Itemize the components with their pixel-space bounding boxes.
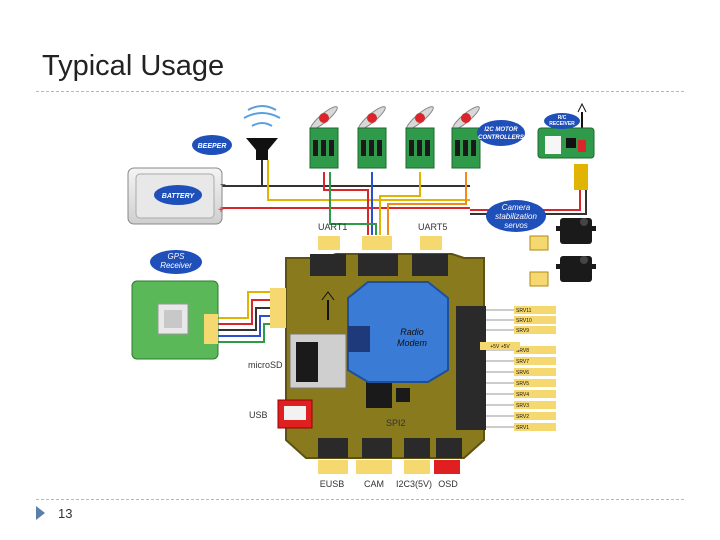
gps-label-1: GPS xyxy=(168,252,186,261)
rc-label-2: RECEIVER xyxy=(549,121,575,127)
motor-hub-icon xyxy=(415,113,425,123)
esc-chip xyxy=(377,140,382,156)
esc-chip xyxy=(369,140,374,156)
motor-hub-icon xyxy=(319,113,329,123)
servo-label-bg xyxy=(514,412,556,420)
motor-controller xyxy=(357,106,387,169)
servo-label-bg xyxy=(514,379,556,387)
servo-label: SRV10 xyxy=(516,318,532,324)
battery-label: BATTERY xyxy=(162,193,196,200)
eusb-label: EUSB xyxy=(320,479,345,489)
radio-modem-label-1: Radio xyxy=(400,327,424,337)
i2c-motor-label-2: CONTROLLERS xyxy=(478,135,524,141)
motor-hub-icon xyxy=(367,113,377,123)
esc-chip xyxy=(409,140,414,156)
servo-label: SRV7 xyxy=(516,359,529,365)
motor-controllers xyxy=(309,106,481,169)
uart5-label: UART5 xyxy=(418,222,447,232)
servo-label-bg xyxy=(514,423,556,431)
camera-label-2: stabilization xyxy=(495,212,537,221)
camera-label-1: Camera xyxy=(502,203,531,212)
page-title: Typical Usage xyxy=(42,50,225,82)
rc-receiver: R/C RECEIVER xyxy=(537,102,595,190)
spi2-label: SPI2 xyxy=(386,418,406,428)
camera-label-3: servos xyxy=(504,221,528,230)
radio-modem: Radio Modem xyxy=(321,281,449,383)
servo-label: SRV11 xyxy=(516,308,532,314)
microsd-label: microSD xyxy=(248,360,283,370)
power-label: +5V +5V xyxy=(480,342,520,350)
servo-label-bg xyxy=(514,346,556,354)
osd-label: OSD xyxy=(438,479,458,489)
servo-label: SRV2 xyxy=(516,414,529,420)
esc-chip xyxy=(455,140,460,156)
servo-icon xyxy=(529,218,596,251)
servo-label: SRV9 xyxy=(516,328,529,334)
radio-modem-label-2: Modem xyxy=(397,338,428,348)
servo-label-bg xyxy=(514,326,556,334)
motor-controller xyxy=(451,106,481,169)
gps-label-2: Receiver xyxy=(160,261,192,270)
usb-label: USB xyxy=(249,410,268,420)
cam-label: CAM xyxy=(364,479,384,489)
esc-chip xyxy=(417,140,422,156)
servo-label-bg xyxy=(514,368,556,376)
esc-chip xyxy=(463,140,468,156)
gps-receiver xyxy=(131,280,219,360)
servo-label-bg xyxy=(514,401,556,409)
title-divider xyxy=(36,91,684,92)
esc-chip xyxy=(361,140,366,156)
camera-bubble: Camera stabilization servos xyxy=(486,200,546,232)
servo-label: SRV1 xyxy=(516,425,529,431)
servo-label: SRV6 xyxy=(516,370,529,376)
uart1-label: UART1 xyxy=(318,222,347,232)
motor-controller xyxy=(405,106,435,169)
servo-label-bg xyxy=(514,316,556,324)
beeper-label: BEEPER xyxy=(198,143,227,150)
footer-divider xyxy=(36,499,684,500)
servo-label-bg xyxy=(514,390,556,398)
esc-chip xyxy=(425,140,430,156)
page-number: 13 xyxy=(58,506,73,521)
servo-label: SRV5 xyxy=(516,381,529,387)
battery-plus: + xyxy=(218,205,224,216)
servo-label-bg xyxy=(514,357,556,365)
footer-arrow-icon xyxy=(36,506,45,520)
esc-chip xyxy=(471,140,476,156)
motor-hub-icon xyxy=(461,113,471,123)
esc-chip xyxy=(321,140,326,156)
esc-chip xyxy=(329,140,334,156)
rc-label-1: R/C xyxy=(558,115,567,121)
i2c-motor-label-1: I2C MOTOR xyxy=(484,127,518,133)
battery-minus: − xyxy=(220,180,226,191)
i2c3-label: I2C3(5V) xyxy=(396,479,432,489)
servo-icon xyxy=(529,256,596,287)
servo-label: SRV4 xyxy=(516,392,529,398)
gps-bubble: GPS Receiver xyxy=(150,250,202,274)
battery: BATTERY − + xyxy=(127,167,226,225)
servo-label: SRV3 xyxy=(516,403,529,409)
servo-label: SRV8 xyxy=(516,348,529,354)
servo-labels: SRV11SRV10SRV9SRV8SRV7SRV6SRV5SRV4SRV3SR… xyxy=(486,306,556,431)
beeper-bubble: BEEPER xyxy=(192,135,232,155)
svg-text:+5V +5V: +5V +5V xyxy=(490,344,510,350)
i2c-motor-bubble: I2C MOTOR CONTROLLERS xyxy=(477,120,525,146)
servo-label-bg xyxy=(514,306,556,314)
beeper-icon xyxy=(243,105,281,160)
esc-chip xyxy=(313,140,318,156)
motor-controller xyxy=(309,106,339,169)
